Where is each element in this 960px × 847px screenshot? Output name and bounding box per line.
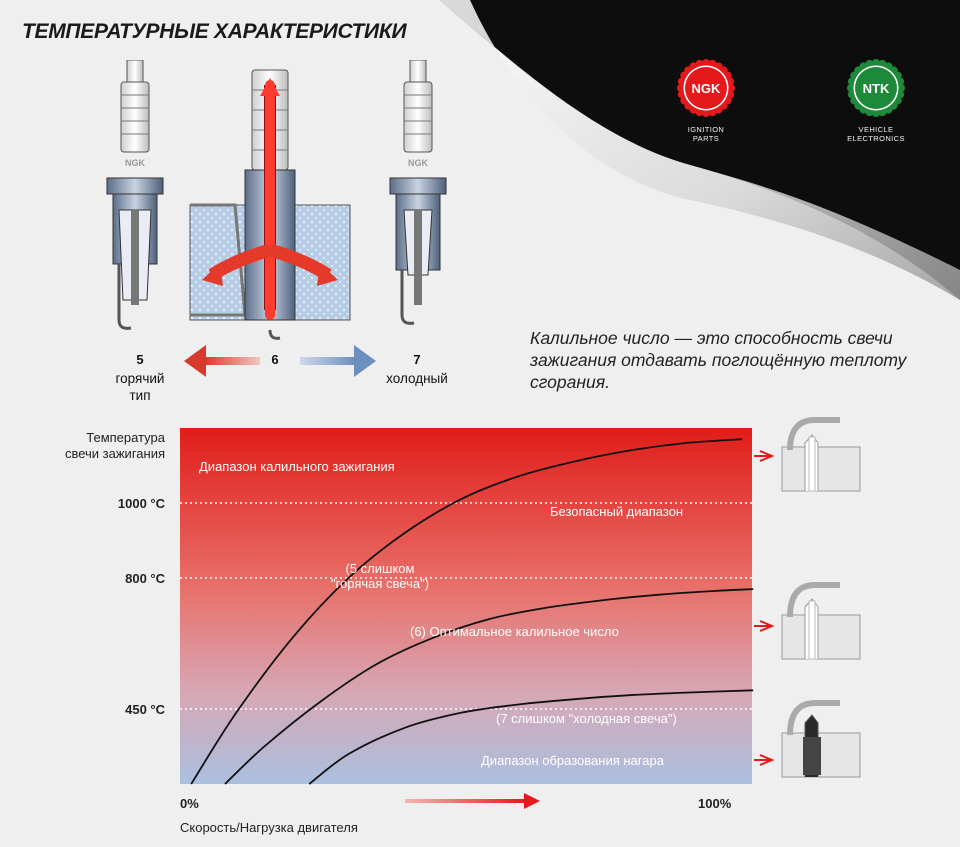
ntk-caption-line1: VEHICLE [858, 125, 894, 134]
spark-plug-illustrations: NGK NGK [106, 60, 447, 340]
ntk-logo-text: NTK [863, 81, 890, 96]
chart-plot-area [180, 428, 752, 784]
series-hot-curve [190, 438, 743, 785]
ngk-caption-line2: PARTS [692, 134, 720, 143]
ntk-caption: VEHICLE ELECTRONICS [836, 125, 916, 143]
ntk-caption-line2: ELECTRONICS [847, 134, 905, 143]
spark-plug-cold: NGK [389, 60, 447, 325]
heat-range-arrow [184, 345, 376, 377]
heat-hot-line2: тип [129, 388, 151, 403]
plug-tip-preignition [754, 417, 861, 492]
x-axis-label: Скорость/Нагрузка двигателя [180, 820, 358, 835]
plug-tip-fouling [754, 700, 861, 778]
x-axis-arrow-head [524, 793, 540, 809]
plug-brand-label: NGK [125, 158, 146, 168]
ngk-caption: IGNITION PARTS [666, 125, 746, 143]
y-tick-label-800: 800 °C [125, 571, 166, 586]
ngk-logo: NGK [676, 58, 736, 123]
series-hot-label: (5 слишком "горячая свеча") [330, 561, 430, 591]
zone-preignition-label: Диапазон калильного зажигания [199, 459, 395, 474]
ngk-logo-text: NGK [692, 81, 722, 96]
y-tick-label-450: 450 °C [125, 702, 166, 717]
series-optimal-label: (6) Оптимальное калильное число [410, 624, 619, 639]
ngk-logo-badge: NGK [677, 59, 735, 117]
heat-mid-number: 6 [271, 352, 279, 367]
heat-cold-number: 7 [413, 352, 421, 367]
plug-tip-optimal [754, 582, 861, 660]
y-axis-label-line1: Температура [86, 430, 165, 445]
x-axis-min-label: 0% [180, 796, 199, 811]
plug-brand-label: NGK [408, 158, 429, 168]
series-cold-label: (7 слишком "холодная свеча") [496, 711, 677, 726]
spark-plug-optimal [189, 69, 351, 340]
y-axis-label: Температура свечи зажигания [10, 430, 165, 462]
page-title: ТЕМПЕРАТУРНЫЕ ХАРАКТЕРИСТИКИ [22, 20, 407, 43]
ntk-logo-badge: NTK [847, 59, 905, 117]
series-cold-curve [308, 689, 754, 785]
heat-number-description: Калильное число — это способность свечи … [530, 328, 907, 392]
zone-fouling-label: Диапазон образования нагара [481, 753, 664, 768]
heat-hot-line1: горячий [115, 371, 165, 386]
series-optimal-curve [224, 588, 754, 785]
y-tick-label-1000: 1000 °C [118, 496, 166, 511]
ntk-logo: NTK [846, 58, 906, 123]
spark-plug-hot: NGK [106, 60, 164, 330]
x-axis-max-label: 100% [698, 796, 732, 811]
heat-hot-label: горячий тип [100, 370, 180, 404]
ngk-caption-line1: IGNITION [687, 125, 725, 134]
heat-cold-label: холодный [386, 371, 448, 386]
y-axis-label-line2: свечи зажигания [64, 446, 165, 461]
x-axis-arrow [405, 799, 525, 803]
heat-hot-number: 5 [136, 352, 144, 367]
zone-safe-label: Безопасный диапазон [550, 504, 684, 519]
